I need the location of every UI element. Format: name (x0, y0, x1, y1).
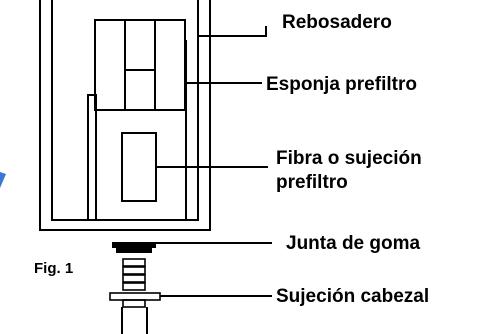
prefilter-sponge (94, 19, 186, 111)
prefilter-housing (39, 0, 211, 231)
label-fiber-line1: Fibra o sujeción (276, 148, 422, 169)
label-gasket: Junta de goma (286, 233, 421, 254)
rubber-gasket (112, 242, 156, 253)
overflow-tube-left (87, 94, 97, 220)
head-fastener (109, 258, 161, 334)
label-overflow: Rebosadero (282, 12, 392, 33)
leader-line-overflow (198, 26, 267, 37)
label-fiber-line2: prefiltro (276, 172, 348, 193)
label-sponge: Esponja prefiltro (266, 74, 417, 95)
label-head: Sujeción cabezal (276, 286, 429, 307)
figure-caption: Fig. 1 (34, 260, 73, 277)
leader-lines (156, 26, 272, 297)
fiber-holder (121, 132, 157, 202)
blue-glyph-fragment (0, 172, 6, 188)
